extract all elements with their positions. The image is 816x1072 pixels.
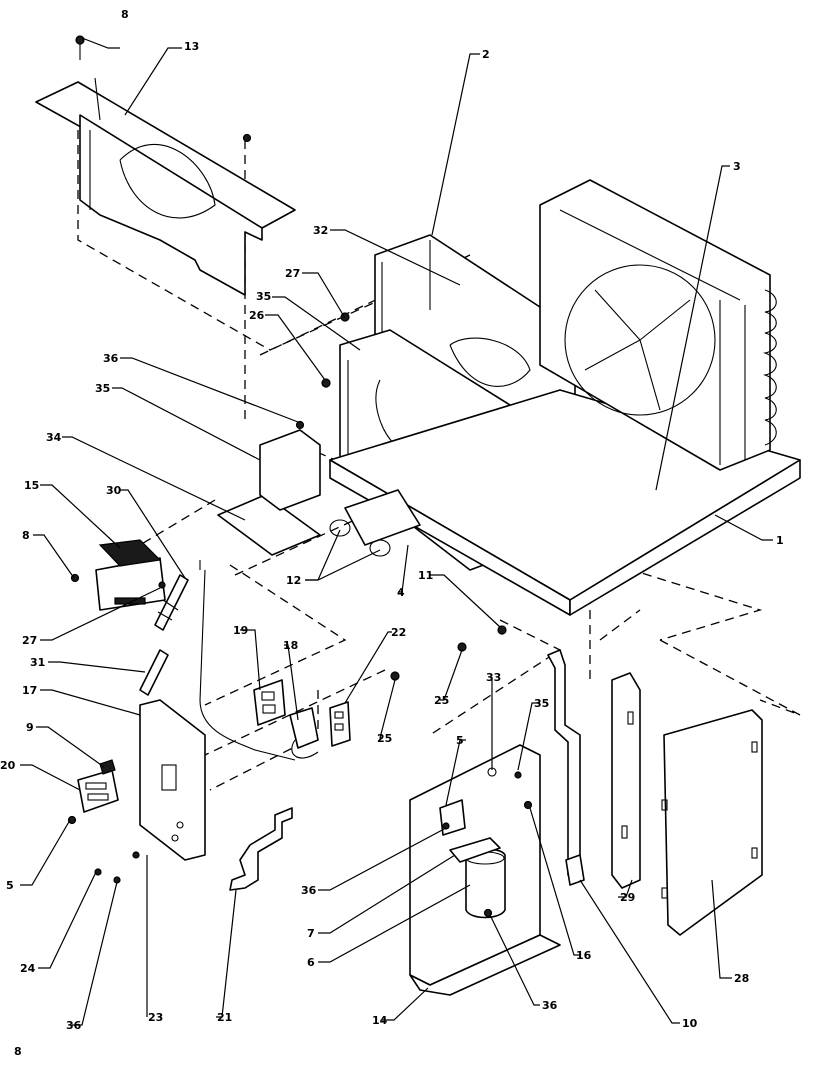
- wire-harness: [199, 560, 296, 761]
- label-part-7: 7: [307, 927, 315, 940]
- label-part-25-left: 25: [434, 694, 449, 707]
- selector-switch-part-20: [77, 759, 119, 813]
- label-part-3: 3: [733, 160, 741, 173]
- label-part-18: 18: [283, 639, 298, 652]
- label-part-15: 15: [24, 479, 39, 492]
- label-part-34: 34: [46, 431, 62, 444]
- label-part-25-right: 25: [377, 732, 392, 745]
- label-part-35-panel: 35: [534, 697, 549, 710]
- screw-part-5-left: [67, 815, 77, 825]
- label-part-13: 13: [184, 40, 199, 53]
- screw-part-36-panel: [442, 822, 450, 830]
- label-part-30: 30: [106, 484, 122, 497]
- terminal-part-22: [329, 701, 351, 747]
- label-part-31: 31: [30, 656, 45, 669]
- page-number: 8: [14, 1045, 22, 1058]
- label-part-20: 20: [0, 759, 16, 772]
- thermostat-bulb-part-30: [154, 574, 189, 631]
- screw-part-11: [497, 625, 507, 635]
- label-part-5: 5: [456, 734, 464, 747]
- label-part-16: 16: [576, 949, 592, 962]
- capacitor-part-6: [465, 848, 506, 919]
- seal-part-4: [344, 489, 421, 546]
- leader-lines: [20, 37, 773, 1026]
- label-part-36-bottom-left: 36: [66, 1019, 82, 1032]
- label-part-36-panel: 36: [301, 884, 317, 897]
- screw-part-25-left: [457, 642, 467, 652]
- label-part-28: 28: [734, 972, 749, 985]
- screw-part-25-right: [390, 671, 400, 681]
- part-number-labels: 8 13 2 3 32 27 35 26 36 35 34 15 30 8 27…: [0, 8, 784, 1032]
- label-part-27-left: 27: [22, 634, 37, 647]
- label-part-29: 29: [620, 891, 635, 904]
- bracket-part-31: [139, 649, 169, 696]
- label-part-14: 14: [372, 1014, 388, 1027]
- label-part-36-bottom: 36: [542, 999, 558, 1012]
- plug-part-18: [289, 707, 319, 759]
- screw-part-16: [523, 800, 533, 810]
- screw-part-35-panel: [514, 771, 522, 779]
- label-part-32: 32: [313, 224, 328, 237]
- label-part-35-mid: 35: [95, 382, 110, 395]
- condenser-coil: [762, 289, 777, 446]
- label-part-26: 26: [249, 309, 265, 322]
- control-panel-part-17: [139, 699, 206, 861]
- screw-part-23: [132, 851, 140, 859]
- label-part-27-top: 27: [285, 267, 300, 280]
- screw-part-24: [94, 868, 102, 876]
- bracket-part-7: [449, 837, 501, 863]
- label-part-9: 9: [26, 721, 34, 734]
- switch-part-19: [253, 679, 286, 726]
- label-part-10: 10: [682, 1017, 698, 1030]
- screw-part-26: [321, 378, 331, 388]
- label-part-4: 4: [397, 586, 405, 599]
- label-part-17: 17: [22, 684, 37, 697]
- label-part-35-top: 35: [256, 290, 271, 303]
- condenser-shroud-part-3: [539, 179, 771, 471]
- drain-tube-part-10: [547, 649, 585, 886]
- label-part-24: 24: [20, 962, 36, 975]
- label-part-21: 21: [217, 1011, 232, 1024]
- label-part-5-left: 5: [6, 879, 14, 892]
- label-part-1: 1: [776, 534, 784, 547]
- top-cover-part-13: [35, 77, 296, 296]
- bracket-part-21: [229, 807, 293, 891]
- side-panel-part-29: [611, 672, 641, 889]
- relay-part-15: [70, 539, 166, 611]
- label-part-6: 6: [307, 956, 315, 969]
- label-part-22: 22: [391, 626, 406, 639]
- label-part-36-top: 36: [103, 352, 119, 365]
- screw-part-8-top: [75, 35, 85, 60]
- label-part-23: 23: [148, 1011, 163, 1024]
- label-part-19: 19: [233, 624, 248, 637]
- control-bracket-part-34: [217, 420, 321, 556]
- label-part-2: 2: [482, 48, 490, 61]
- label-part-8-top: 8: [121, 8, 129, 21]
- label-part-11: 11: [418, 569, 433, 582]
- side-cover-part-28: [661, 709, 763, 936]
- label-part-8-mid: 8: [22, 529, 30, 542]
- label-part-12: 12: [286, 574, 301, 587]
- screw-near-cover: [242, 133, 252, 143]
- label-part-33: 33: [486, 671, 501, 684]
